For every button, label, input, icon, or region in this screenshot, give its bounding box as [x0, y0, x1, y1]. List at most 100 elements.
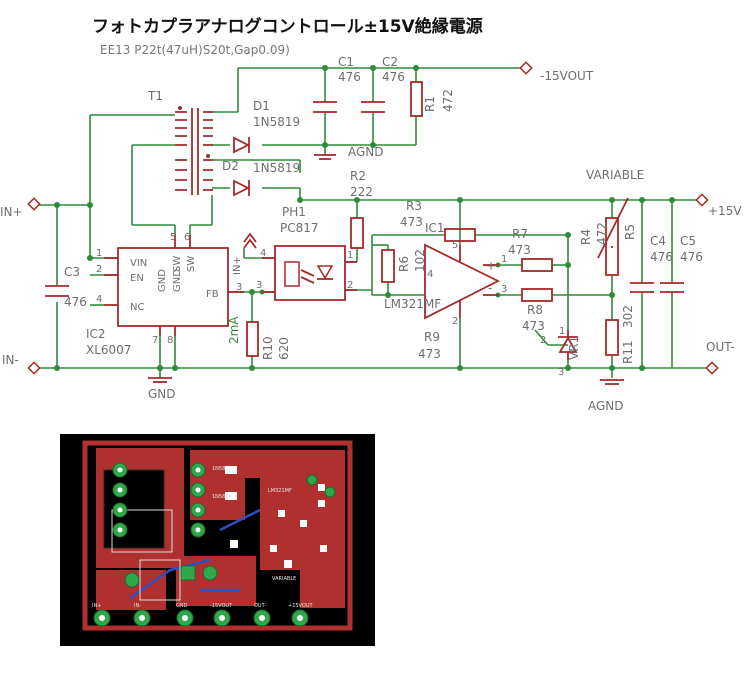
- c5-value: 476: [680, 250, 703, 264]
- ic2-pin-3: 3: [236, 282, 242, 293]
- vr1-pin-1: 1: [559, 326, 565, 337]
- label-agnd-top: AGND: [348, 145, 384, 159]
- ic2-pin-gnd1: GND: [157, 269, 168, 292]
- pcb-label-plus15vout: +15VOUT: [288, 603, 313, 609]
- r4-name: R4: [579, 229, 593, 245]
- diode-d2[interactable]: [233, 179, 251, 197]
- label-minus15vout: -15VOUT: [540, 69, 594, 83]
- c4-value: 476: [650, 250, 673, 264]
- r1-value: 472: [441, 89, 455, 112]
- c2-name: C2: [382, 55, 398, 69]
- r11-name: R11: [621, 340, 635, 364]
- resistor-r10[interactable]: [246, 321, 259, 357]
- label-ph-in-plus: IN+: [232, 256, 243, 275]
- gnd-symbol: [148, 377, 172, 383]
- ic1-pin-1: 1: [501, 254, 507, 265]
- optocoupler-arrow-icon: [243, 232, 257, 249]
- capacitor-c2[interactable]: [361, 101, 385, 113]
- c3-value: 476: [64, 295, 87, 309]
- r11-value: 302: [621, 305, 635, 328]
- resistor-r6[interactable]: [381, 249, 395, 283]
- d1-name: D1: [253, 99, 270, 113]
- opamp-ic1[interactable]: [424, 243, 501, 320]
- transformer-t1[interactable]: [175, 106, 213, 195]
- pcb-label-in-plus: IN+: [92, 603, 101, 609]
- resistor-r4-r5-variable[interactable]: [597, 197, 629, 276]
- label-variable: VARIABLE: [586, 168, 644, 182]
- pcb-label-minus15vout: -15VOUT: [210, 603, 233, 609]
- ic2-pin-sw1: SW: [172, 256, 183, 272]
- ic2-pin-2: 2: [96, 264, 102, 275]
- r2-name: R2: [350, 169, 366, 183]
- resistor-r8[interactable]: [521, 288, 553, 302]
- capacitor-c4[interactable]: [630, 282, 654, 293]
- resistor-r1[interactable]: [410, 81, 423, 117]
- terminal-minus15[interactable]: [519, 61, 533, 75]
- r7-name: R7: [512, 227, 528, 241]
- r6-value: 102: [413, 249, 427, 272]
- r9-value: 473: [418, 347, 441, 361]
- ic2-pin-8: 8: [167, 335, 173, 346]
- pcb-label-ic1: LM321MF: [268, 488, 292, 494]
- ph1-pin-4: 4: [260, 248, 266, 259]
- c1-value: 476: [338, 70, 361, 84]
- fb-pin-3: 3: [256, 280, 262, 291]
- ic2-name: IC2: [86, 327, 106, 341]
- pcb-label-d2: 1N5819: [212, 494, 232, 500]
- ic1-plus: +: [486, 259, 496, 273]
- r7-value: 473: [508, 243, 531, 257]
- pcb-label-out-minus: OUT-: [254, 603, 266, 609]
- ph1-name: PH1: [282, 205, 306, 219]
- label-2ma: 2mA: [227, 316, 241, 344]
- ic1-pin-3: 3: [501, 284, 507, 295]
- resistor-r11[interactable]: [605, 319, 619, 356]
- ph1-value: PC817: [280, 221, 319, 235]
- c2-value: 476: [382, 70, 405, 84]
- agnd-symbol-top: [314, 154, 336, 160]
- pcb-label-d1: 1N5819: [212, 466, 232, 472]
- ph1-pin-1: 1: [347, 250, 353, 261]
- terminal-plus15[interactable]: [695, 193, 709, 207]
- r5-name: R5: [623, 224, 637, 240]
- pcb-label-variable: VARIABLE: [272, 576, 296, 582]
- ic2-pin-vin: VIN: [130, 258, 147, 269]
- ic2-pin-7: 7: [152, 335, 158, 346]
- t1-label: T1: [147, 89, 163, 103]
- capacitor-c3[interactable]: [45, 285, 69, 297]
- ic1-pin-2: 2: [452, 316, 458, 327]
- c5-name: C5: [680, 234, 696, 248]
- ic1-pin-4: 4: [427, 269, 433, 280]
- label-in-minus: IN-: [2, 353, 19, 367]
- ic2-xl6007[interactable]: [90, 235, 244, 336]
- optocoupler-ph1[interactable]: [262, 245, 357, 301]
- resistor-r3[interactable]: [444, 228, 476, 242]
- capacitor-c1[interactable]: [313, 101, 337, 113]
- resistor-r2[interactable]: [350, 217, 364, 249]
- r10-name: R10: [261, 336, 275, 360]
- r8-name: R8: [527, 303, 543, 317]
- capacitor-c5[interactable]: [660, 282, 684, 293]
- vr1-pin-2: 2: [540, 335, 546, 346]
- ic2-pin-5: 5: [170, 232, 176, 243]
- ic1-pin-5: 5: [452, 240, 458, 251]
- r6-name: R6: [397, 256, 411, 272]
- vr1-pin-3: 3: [558, 367, 564, 378]
- r2-value: 222: [350, 185, 373, 199]
- r3-value: 473: [400, 215, 423, 229]
- terminal-in-plus[interactable]: [27, 197, 41, 211]
- d2-value: 1N5819: [253, 161, 300, 175]
- terminal-in-minus[interactable]: [27, 361, 41, 375]
- r1-name: R1: [423, 96, 437, 112]
- diode-d1[interactable]: [233, 136, 251, 154]
- reference-vr1[interactable]: [558, 330, 578, 360]
- label-agnd-bottom: AGND: [588, 399, 624, 413]
- resistor-r7[interactable]: [521, 258, 553, 272]
- agnd-symbol-bottom: [600, 379, 624, 385]
- d1-value: 1N5819: [253, 115, 300, 129]
- r9-name: R9: [424, 330, 440, 344]
- terminal-out-minus[interactable]: [705, 361, 719, 375]
- c1-name: C1: [338, 55, 354, 69]
- r3-name: R3: [406, 199, 422, 213]
- ic1-minus: -: [488, 281, 492, 295]
- c4-name: C4: [650, 234, 666, 248]
